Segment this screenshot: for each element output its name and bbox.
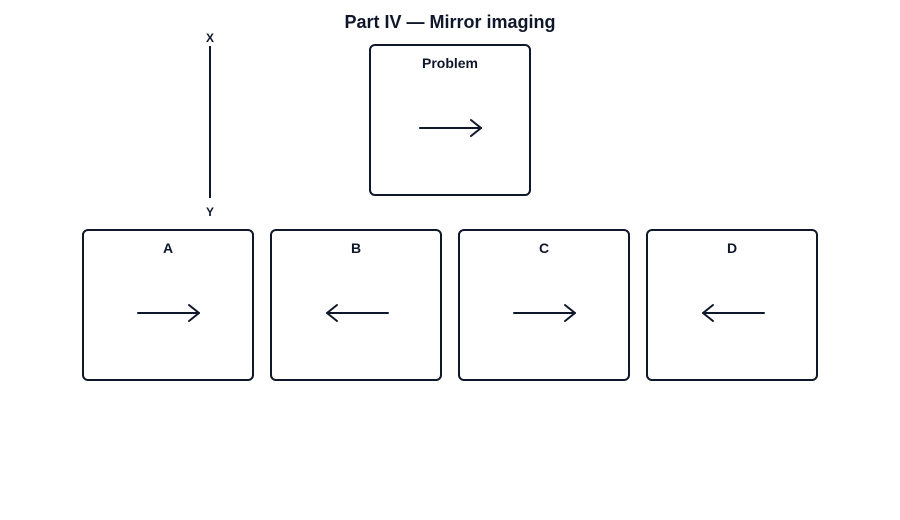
arrow-right-icon bbox=[137, 304, 200, 322]
option-panel-a[interactable]: A bbox=[82, 229, 254, 381]
problem-label: Problem bbox=[421, 55, 478, 71]
mirror-axis-top-label: X bbox=[205, 31, 214, 45]
mirror-axis-bottom-label: Y bbox=[205, 205, 214, 219]
option-panel-c[interactable]: C bbox=[458, 229, 630, 381]
option-panel-b[interactable]: B bbox=[270, 229, 442, 381]
option-label: C bbox=[538, 240, 550, 256]
option-label: A bbox=[162, 240, 174, 256]
page-title: Part IV — Mirror imaging bbox=[344, 12, 556, 32]
mirror-axis-line bbox=[209, 46, 211, 198]
arrow-right-icon bbox=[419, 119, 482, 137]
arrow-left-icon bbox=[702, 304, 765, 322]
arrow-left-icon bbox=[326, 304, 389, 322]
option-label: B bbox=[350, 240, 362, 256]
option-panel-d[interactable]: D bbox=[646, 229, 818, 381]
option-label: D bbox=[726, 240, 738, 256]
problem-panel: Problem bbox=[369, 44, 531, 196]
arrow-right-icon bbox=[513, 304, 576, 322]
